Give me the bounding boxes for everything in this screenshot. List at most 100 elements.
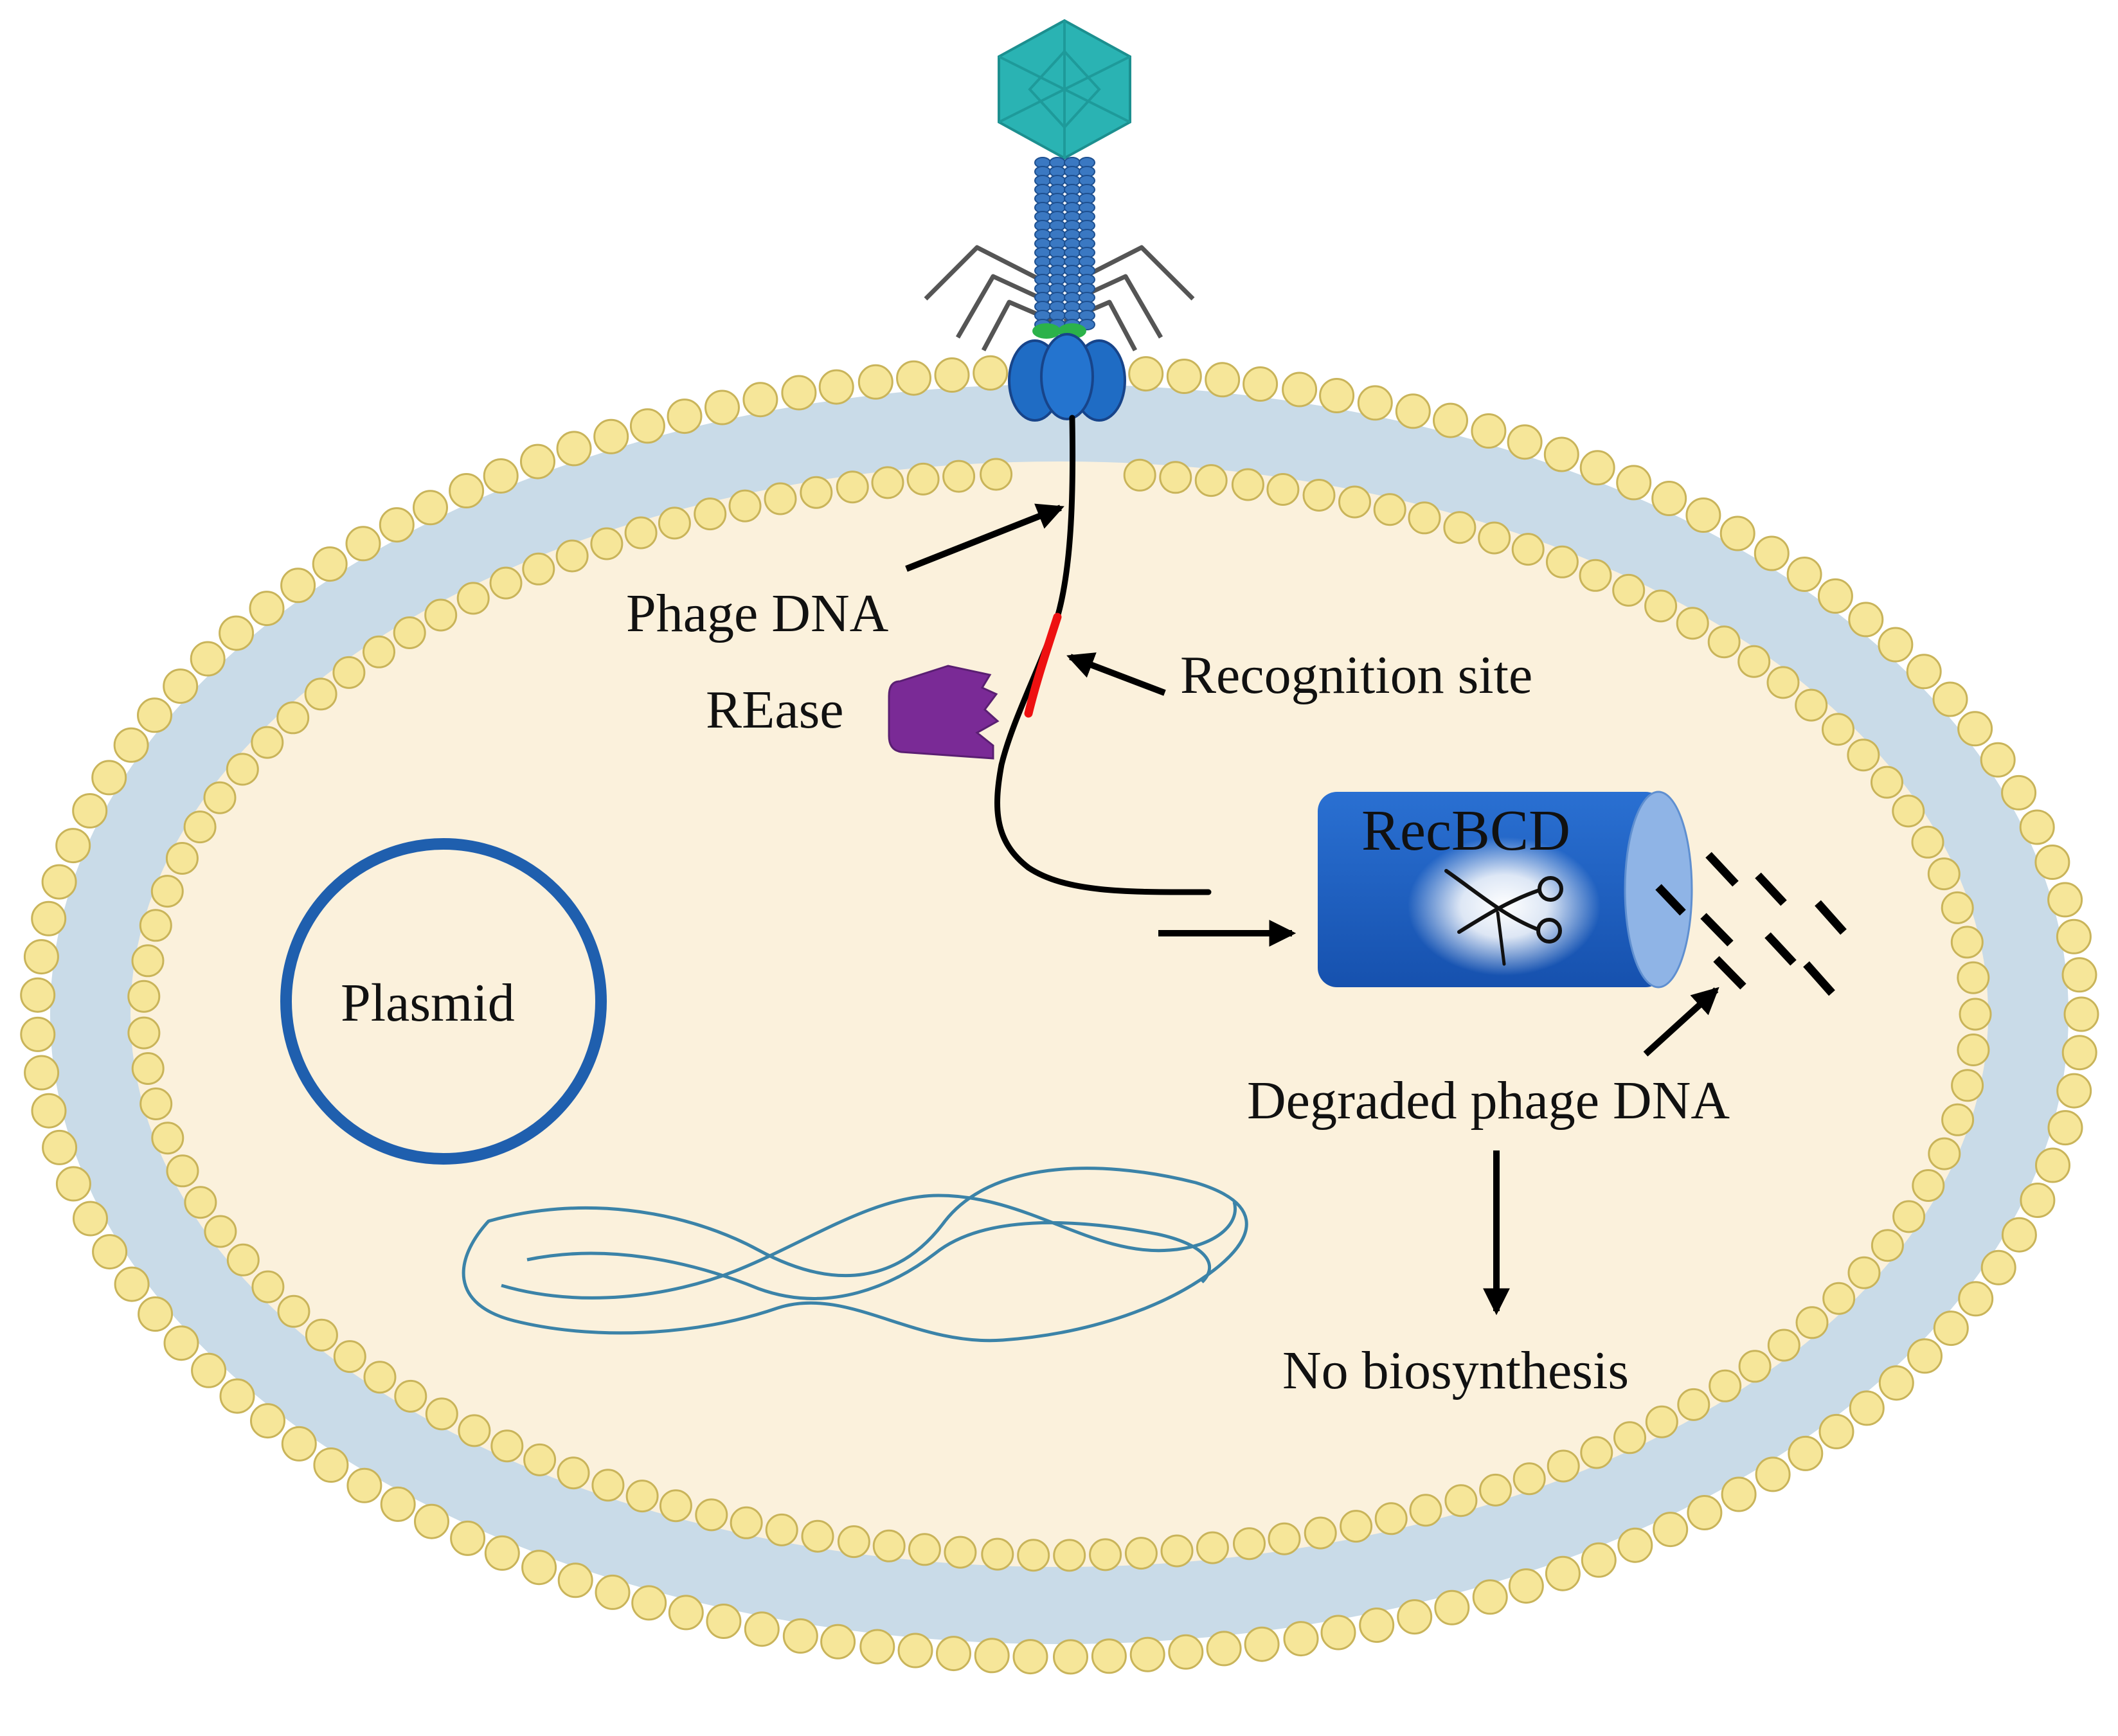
lipid-head (2035, 1147, 2070, 1183)
lipid-head (114, 1266, 150, 1302)
lipid-head (226, 753, 259, 786)
phage-tail (1034, 157, 1095, 330)
lipid-head (744, 1611, 780, 1647)
lipid-head (800, 476, 833, 509)
lipid-head (1980, 1249, 2016, 1285)
lipid-head (896, 360, 931, 396)
lipid-head (1958, 1281, 1994, 1317)
phage-dna (994, 415, 1212, 895)
arrow-to-fragments (1643, 987, 1719, 1057)
lipid-head (20, 977, 56, 1013)
lipid-head (1373, 493, 1406, 526)
arrow-to-phage-dna (905, 503, 1064, 572)
lipid-head (251, 726, 284, 759)
lipid-head (523, 1443, 557, 1476)
lipid-head (1612, 573, 1646, 607)
lipid-head (1932, 681, 1968, 717)
lipid-head (304, 677, 337, 711)
lipid-head (1012, 1639, 1048, 1675)
lipid-head (20, 1016, 56, 1052)
lipid-head (1478, 521, 1511, 555)
lipid-head (92, 1234, 128, 1270)
lipid-head (1941, 891, 1974, 924)
lipid-head (1848, 602, 1884, 638)
lipid-head (450, 1520, 486, 1556)
lipid-head (1304, 1516, 1337, 1550)
lipid-head (204, 1215, 237, 1248)
lipid-head (871, 466, 904, 499)
lipid-head (1766, 666, 1800, 699)
lipid-head (2063, 996, 2099, 1032)
lipid-head (1617, 1527, 1653, 1563)
lipid-head (1651, 481, 1687, 516)
lipid-head (1737, 645, 1771, 678)
lipid-head (363, 635, 395, 668)
lipid-head (1847, 1256, 1881, 1289)
lipid-head (942, 460, 976, 493)
lipid-head (1892, 794, 1925, 828)
lipid-head (728, 489, 762, 523)
bacteriophage-icon (924, 19, 1195, 422)
lipid-head (2061, 1035, 2097, 1071)
lipid-head (837, 1525, 870, 1559)
lipid-head (151, 1122, 184, 1155)
lipid-head (1677, 1388, 1710, 1421)
lipid-head (556, 431, 592, 467)
lipid-head (944, 1535, 977, 1569)
plasmid-icon (280, 838, 607, 1165)
lipid-head (624, 516, 658, 550)
lipid-head (163, 1325, 199, 1361)
lipid-head (897, 1633, 933, 1669)
lipid-head (1338, 485, 1371, 519)
lipid-head (1849, 1390, 1885, 1426)
lipid-head (1512, 1462, 1546, 1496)
lipid-head (1951, 1069, 1984, 1102)
lipid-head (1933, 1311, 1969, 1347)
lipid-head (706, 1604, 742, 1639)
lipid-head (522, 552, 555, 586)
lipid-head (1319, 378, 1355, 413)
lipid-head (906, 462, 940, 496)
lipid-head (131, 1052, 165, 1085)
lipid-head (1543, 436, 1579, 472)
lipid-head (226, 1243, 260, 1276)
lipid-head (1754, 535, 1790, 571)
cytoplasm (130, 461, 1988, 1567)
lipid-head (458, 1414, 491, 1447)
lipid-head (183, 810, 217, 844)
outer-lipid-heads (20, 355, 2099, 1675)
lipid-head (184, 1186, 217, 1219)
lipid-head (1359, 1607, 1395, 1643)
lipid-head (595, 1574, 631, 1610)
lipid-head (1580, 1436, 1613, 1469)
lipid-head (277, 1294, 310, 1328)
lipid-head (1822, 713, 1854, 746)
lipid-head (1243, 366, 1279, 402)
lipid-head (1685, 497, 1721, 533)
lipid-head (2056, 918, 2092, 954)
lipid-head (1443, 511, 1476, 544)
lipid-head (2019, 809, 2055, 845)
lipid-head (190, 641, 226, 677)
lipid-head (484, 1535, 520, 1571)
lipid-head (801, 1519, 834, 1553)
lipid-head (1091, 1638, 1127, 1674)
lipid-head (23, 939, 59, 975)
lipid-head (934, 357, 970, 393)
lipid-head (1871, 1229, 1904, 1262)
lipid-head (1980, 742, 2016, 778)
lipid-head (203, 781, 237, 814)
lipid-head (781, 375, 817, 411)
lipid-head (150, 875, 184, 908)
lipid-head (1233, 1527, 1266, 1561)
lipid-head (1205, 362, 1241, 398)
lipid-head (42, 1129, 78, 1165)
lipid-head (1616, 465, 1652, 501)
lipid-head (782, 1618, 818, 1654)
lipid-head (1479, 1473, 1512, 1507)
lipid-head (1738, 1350, 1772, 1383)
lipid-head (1786, 557, 1822, 592)
lipid-head (1320, 1615, 1356, 1651)
lipid-head (2020, 1183, 2056, 1218)
lipid-head (280, 568, 316, 604)
